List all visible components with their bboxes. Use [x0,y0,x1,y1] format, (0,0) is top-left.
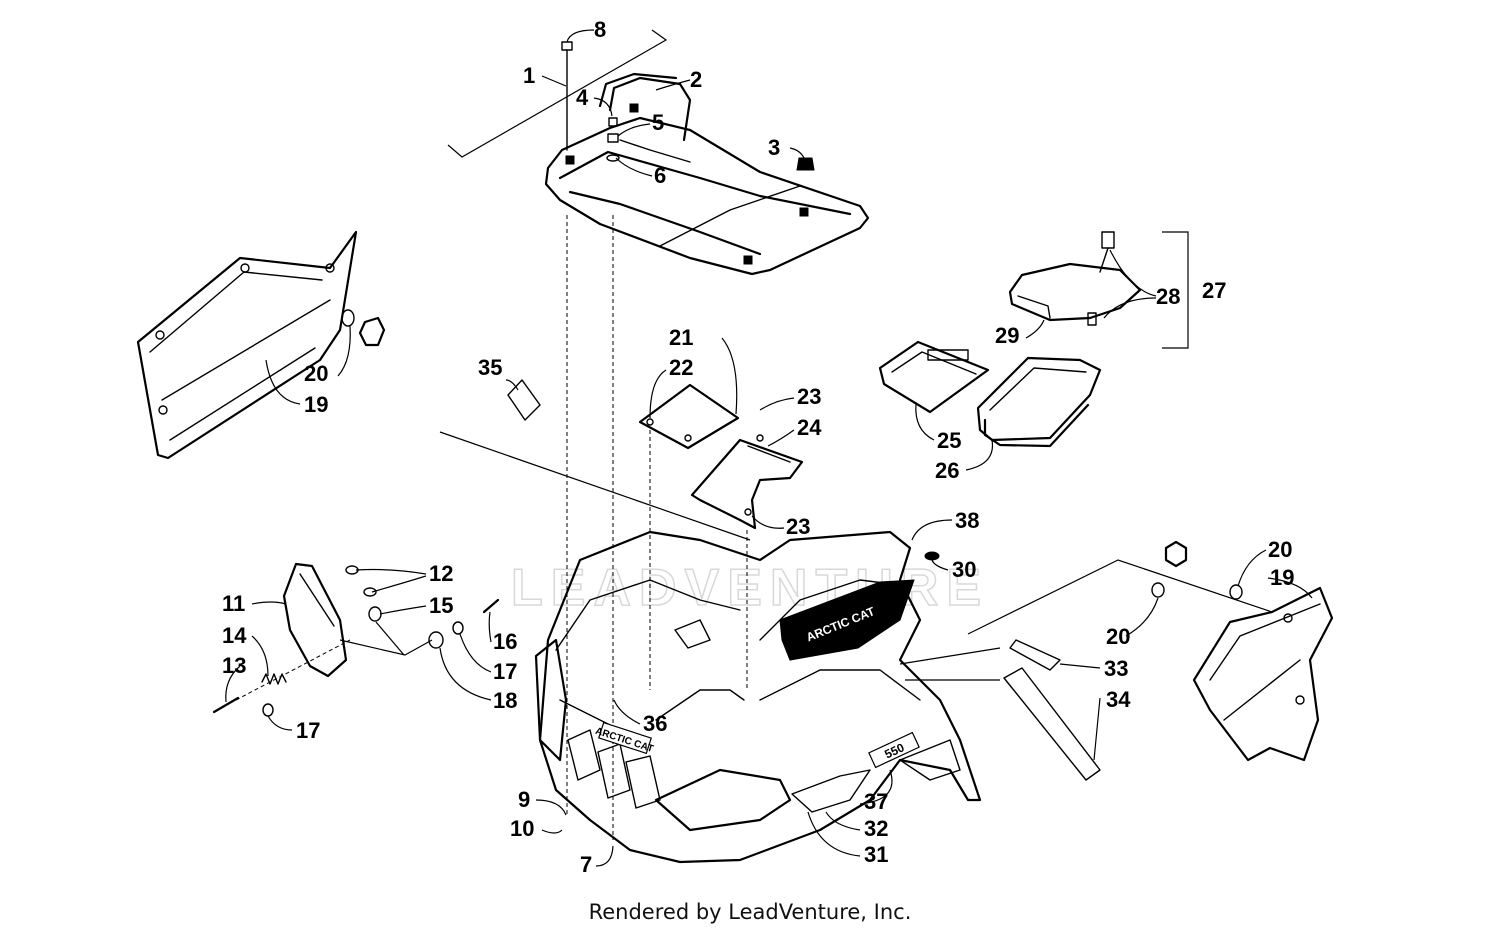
deck-plate-24 [690,434,804,530]
callout-32: 32 [864,816,888,841]
bolt-4-icon [606,117,620,162]
rack-cap-3-icon [796,157,815,171]
callout-36: 36 [643,711,667,736]
callout-8: 8 [594,17,606,42]
footer-credit: Rendered by LeadVenture, Inc. [588,900,912,924]
callout-leaders [225,29,1313,867]
callout-23a: 23 [797,384,821,409]
callout-25: 25 [937,428,961,453]
callout-29: 29 [995,323,1019,348]
plug-30-icon [924,551,940,561]
callout-14: 14 [222,623,247,648]
callout-6: 6 [654,163,666,188]
callout-7: 7 [580,852,592,877]
callout-20a: 20 [304,361,328,386]
callout-17a: 17 [493,659,517,684]
callout-3: 3 [768,135,780,160]
callout-31: 31 [864,842,888,867]
callout-22: 22 [669,355,693,380]
storage-bin-26 [976,356,1102,448]
callout-9: 9 [518,787,530,812]
callout-2: 2 [690,67,702,92]
left-panel-fastener-icon [341,309,386,347]
callout-21: 21 [669,325,693,350]
callout-35: 35 [478,355,502,380]
callout-34: 34 [1106,687,1131,712]
callout-19a: 19 [304,392,328,417]
callout-1: 1 [523,63,535,88]
callout-20b: 20 [1268,537,1292,562]
bracket-27 [1162,231,1189,349]
callout-5: 5 [652,110,664,135]
storage-lid-27 [1008,231,1142,326]
left-side-panel [136,230,358,460]
watermark-text: LEADVENTURE [511,559,989,617]
callout-12: 12 [429,561,453,586]
spring-14-icon [261,673,287,685]
callout-10: 10 [510,816,534,841]
rack-bracket-line [447,29,668,158]
screw-13-icon [212,696,240,714]
callout-37: 37 [864,789,888,814]
callout-26: 26 [935,458,959,483]
callout-11: 11 [222,591,245,616]
callout-33: 33 [1104,656,1128,681]
callout-38: 38 [955,508,979,533]
sticker-34 [1003,667,1101,781]
headlight-fasteners [262,565,500,717]
right-panel-fastener-icon [1151,540,1243,600]
callout-30: 30 [952,557,976,582]
callout-16: 16 [493,629,517,654]
front-rack [544,72,870,276]
deck-plate-21 [638,383,740,450]
model-badge: 550 [868,731,920,769]
callout-15: 15 [429,593,453,618]
callout-23b: 23 [786,514,810,539]
right-side-panel [1192,586,1334,762]
sticker-35 [507,379,541,421]
storage-tray-25 [878,340,990,414]
callout-17b: 17 [296,718,320,743]
bolt-8-icon [561,41,573,151]
side-decal: ARCTIC CAT [779,579,915,661]
callout-18: 18 [493,688,517,713]
callout-27: 27 [1202,278,1226,303]
sticker-33 [1009,639,1061,671]
callout-4: 4 [576,85,589,110]
callout-19b: 19 [1270,565,1294,590]
callout-24: 24 [797,415,822,440]
headlight-housing [282,562,348,678]
callout-13: 13 [222,653,246,678]
callout-28: 28 [1156,284,1180,309]
callout-20c: 20 [1106,624,1130,649]
